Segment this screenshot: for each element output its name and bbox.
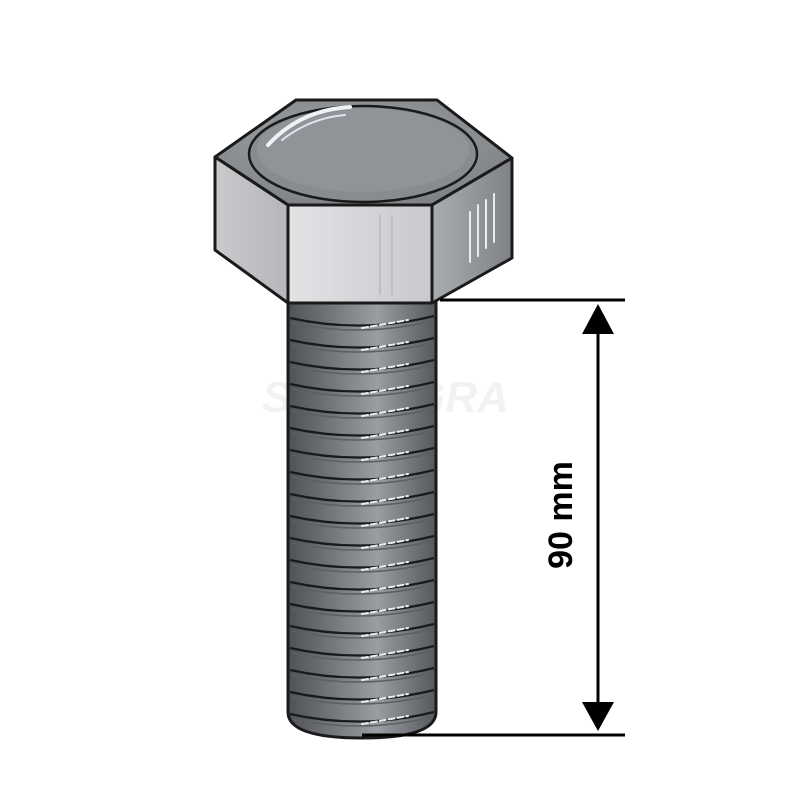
thread-highlight [361, 649, 409, 659]
thread-shade [291, 628, 433, 639]
thread-highlight [361, 561, 409, 571]
thread-highlight [361, 539, 409, 549]
thread-ridge [289, 622, 435, 635]
thread-highlight [361, 715, 409, 725]
thread-ridge [289, 490, 435, 503]
thread-highlight [361, 627, 409, 637]
thread-ridge [289, 644, 435, 657]
thread-highlight [361, 671, 409, 681]
thread-highlight [361, 693, 409, 703]
thread-highlight [361, 341, 409, 351]
thread-ridge [289, 446, 435, 459]
thread-shade [291, 562, 433, 573]
thread-highlight [361, 319, 409, 329]
thread-highlight [361, 473, 409, 483]
thread-ridge [289, 688, 435, 701]
thread-highlight [361, 385, 409, 395]
thread-highlight [361, 407, 409, 417]
thread-shade [291, 518, 433, 529]
thread-ridge [289, 424, 435, 437]
thread-ridge [289, 578, 435, 591]
thread-shade [291, 716, 433, 727]
bolt-head [213, 98, 514, 305]
thread-ridge [289, 600, 435, 613]
thread-ridge [289, 468, 435, 481]
thread-highlight [361, 605, 409, 615]
thread-ridge [289, 556, 435, 569]
thread-shade [291, 584, 433, 595]
bolt-threads [289, 314, 435, 727]
thread-ridge [289, 710, 435, 723]
bolt-shank [286, 298, 438, 740]
thread-shade [291, 320, 433, 331]
thread-ridge [289, 314, 435, 327]
arrow-up-icon [582, 304, 614, 334]
thread-ridge [289, 666, 435, 679]
thread-ridge [289, 380, 435, 393]
thread-highlight [361, 583, 409, 593]
dimension-label: 90 mm [542, 461, 580, 569]
thread-shade [291, 342, 433, 353]
thread-shade [291, 540, 433, 551]
thread-ridge [289, 534, 435, 547]
thread-highlight [361, 451, 409, 461]
thread-shade [291, 408, 433, 419]
thread-shade [291, 650, 433, 661]
thread-shade [291, 364, 433, 375]
thread-shade [291, 430, 433, 441]
thread-shade [291, 672, 433, 683]
thread-highlight [361, 363, 409, 373]
thread-ridge [289, 336, 435, 349]
thread-highlight [361, 429, 409, 439]
thread-shade [291, 694, 433, 705]
thread-ridge [289, 358, 435, 371]
thread-shade [291, 606, 433, 617]
dimension-indicator: 90 mm [362, 298, 625, 737]
thread-ridge [289, 512, 435, 525]
thread-highlight [361, 495, 409, 505]
thread-shade [291, 386, 433, 397]
thread-ridge [289, 402, 435, 415]
thread-shade [291, 474, 433, 485]
thread-shade [291, 496, 433, 507]
thread-shade [291, 452, 433, 463]
arrow-down-icon [582, 702, 614, 731]
thread-highlight [361, 517, 409, 527]
